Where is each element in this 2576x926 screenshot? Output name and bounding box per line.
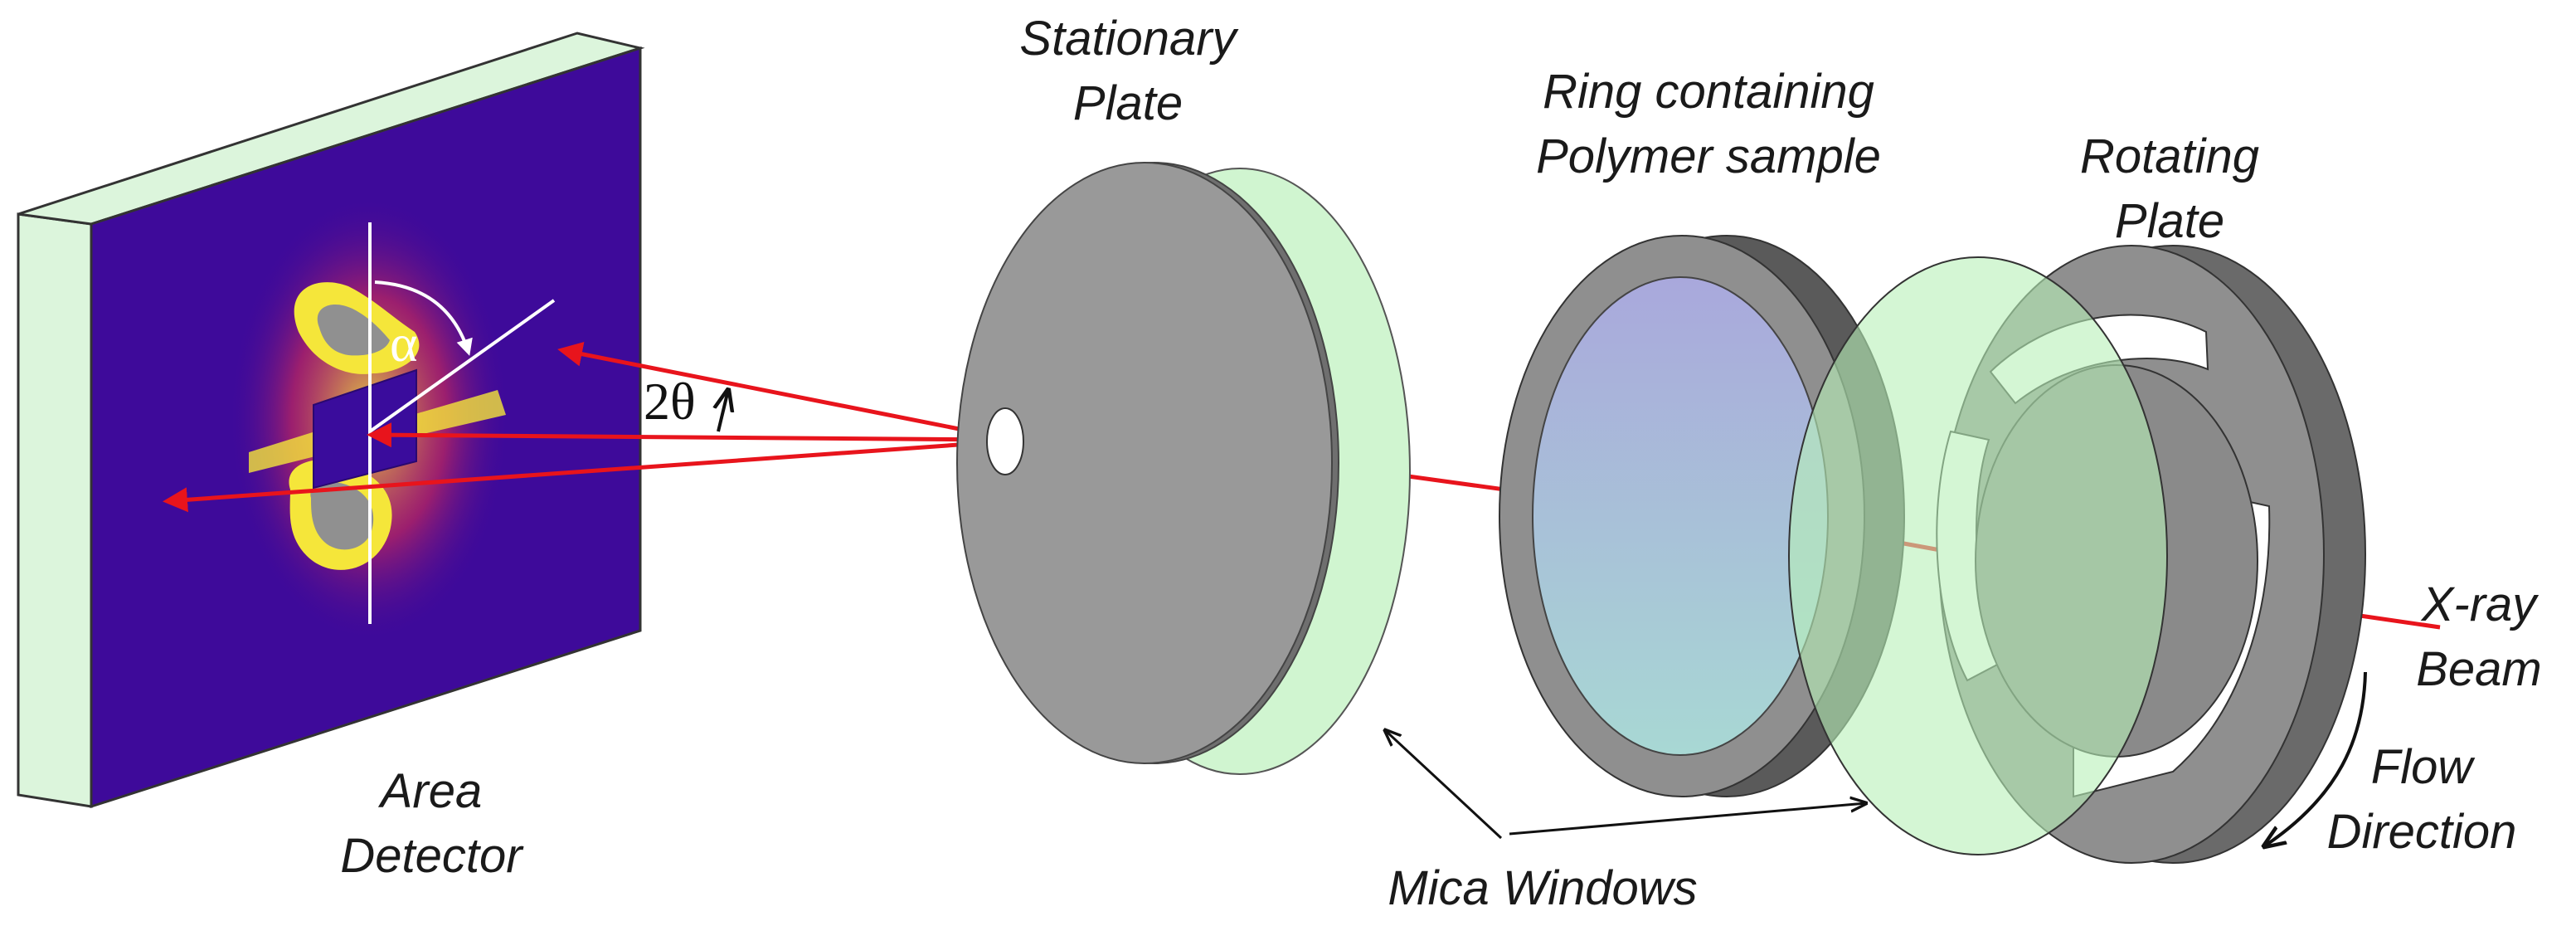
label-xray-line1: X-ray — [2421, 578, 2537, 631]
stationary-plate-face — [956, 162, 1333, 764]
label-stationary-plate-line2: Plate — [1072, 76, 1184, 130]
azimuth-line — [368, 299, 556, 433]
label-flow-line1: Flow — [2370, 740, 2473, 794]
mica-arrow-right — [1509, 803, 1866, 836]
symbol-alpha: α — [390, 314, 418, 373]
stationary-plate-hole — [986, 407, 1024, 475]
label-rotating-plate: Rotating Plate — [2037, 124, 2302, 254]
beam-direct — [367, 422, 1006, 448]
beam-scattered-lower — [163, 439, 1006, 513]
label-area-detector-line2: Detector — [340, 829, 522, 883]
scatter-streak-left — [249, 431, 315, 473]
mica-window-rotating — [1788, 256, 2168, 855]
label-stationary-plate: Stationary Plate — [975, 7, 1281, 136]
area-detector — [17, 32, 645, 809]
label-rotating-plate-line1: Rotating — [2079, 129, 2260, 183]
label-flow-direction: Flow Direction — [2297, 735, 2546, 865]
label-xray-beam: X-ray Beam — [2392, 573, 2566, 702]
label-ring-line1: Ring containing — [1543, 65, 1874, 119]
label-mica-windows: Mica Windows — [1344, 856, 1742, 921]
scatter-core-lower — [310, 481, 374, 550]
label-ring-line2: Polymer sample — [1536, 129, 1881, 183]
label-area-detector: Area Detector — [307, 759, 556, 889]
scatter-core-upper — [317, 304, 390, 356]
flow-direction-arrow — [2264, 671, 2367, 846]
two-theta-arrow — [718, 390, 728, 432]
detector-frame-left — [17, 212, 93, 808]
label-mica-windows-text: Mica Windows — [1388, 861, 1698, 915]
polymer-sample — [1532, 276, 1829, 756]
mica-arrow-left — [1385, 730, 1503, 840]
symbol-two-theta: 2θ — [644, 372, 696, 431]
azimuth-arc — [374, 280, 473, 356]
label-flow-line2: Direction — [2326, 805, 2517, 859]
scatter-streak-right — [398, 390, 506, 440]
label-rotating-plate-line2: Plate — [2114, 194, 2225, 248]
stationary-plate — [956, 162, 1411, 775]
label-ring-sample: Ring containing Polymer sample — [1493, 60, 1924, 189]
beam-scattered-upper — [557, 341, 1006, 441]
label-stationary-plate-line1: Stationary — [1019, 12, 1237, 66]
label-xray-line2: Beam — [2416, 642, 2542, 696]
label-area-detector-line1: Area — [380, 764, 483, 818]
beam-stop — [313, 368, 417, 490]
